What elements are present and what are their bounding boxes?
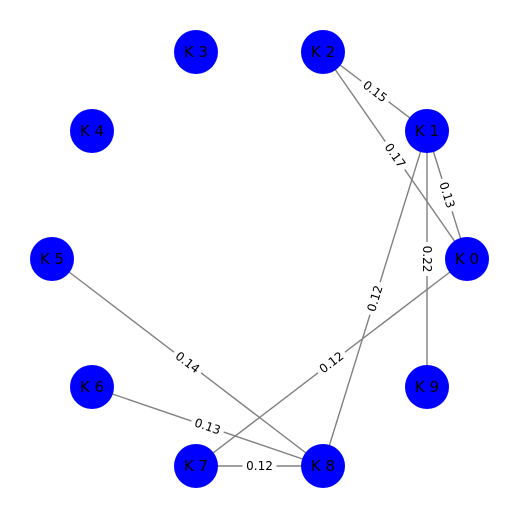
node-label: K 4 [80,122,104,140]
node-label: K 2 [311,43,335,61]
edge-weight-label-background [313,345,350,380]
edge-weight-label-group: 0.12 [362,279,388,318]
edge-weight-label-background [434,176,460,214]
edge-weight-label-background [419,242,435,276]
node-label: K 5 [40,250,64,268]
node-label: K 0 [455,250,479,268]
edge-weight-label-group: 0.15 [356,74,394,109]
edge-labels-layer: 0.15 0.17 0.13 0.22 0.12 0.12 0.14 0.13 0.12 [169,74,460,474]
node-label: K 3 [184,43,208,61]
node-circle [445,237,489,281]
edge-weight-label-background [378,136,412,175]
edge-weight-label-group: 0.12 [242,458,277,474]
edge-weight-label-group: 0.13 [434,176,460,214]
node-circle [405,109,449,153]
node-k6: K 6 [70,365,114,409]
node-label: K 7 [184,457,208,475]
edge-weight-label-background [362,279,388,318]
node-k7: K 7 [174,444,218,488]
node-label: K 1 [415,122,439,140]
node-k3: K 3 [174,30,218,74]
edge-weight-label-background [242,458,277,474]
edge-weight-label-group: 0.12 [313,345,350,380]
node-label: K 6 [80,378,104,396]
edge-weight-label-group: 0.13 [188,413,227,440]
edge-weight-label-background [169,345,206,380]
edge-weight-label: 0.12 [246,459,273,473]
edge-weight-label: 0.22 [420,246,434,273]
node-label: K 8 [311,457,335,475]
node-k1: K 1 [405,109,449,153]
edge-weight-label-group: 0.22 [419,242,435,276]
node-k5: K 5 [30,237,74,281]
node-k8: K 8 [301,444,345,488]
node-circle [301,444,345,488]
node-circle [174,30,218,74]
node-k4: K 4 [70,109,114,153]
node-circle [70,365,114,409]
node-k0: K 0 [445,237,489,281]
node-k9: K 9 [405,365,449,409]
node-circle [174,444,218,488]
node-label: K 9 [415,378,439,396]
edge-weight-label-background [188,413,227,440]
node-circle [405,365,449,409]
node-circle [70,109,114,153]
node-circle [301,30,345,74]
edge-weight-label-background [356,74,394,109]
edges-layer [51,51,468,467]
edge-weight-label-group: 0.14 [169,345,206,380]
node-circle [30,237,74,281]
node-k2: K 2 [301,30,345,74]
edge-weight-label-group: 0.17 [378,136,412,175]
nodes-layer: K 0 K 1 K 2 K 3 K 4 K 5 K 6 K 7 K 8 K 9 [30,30,489,488]
